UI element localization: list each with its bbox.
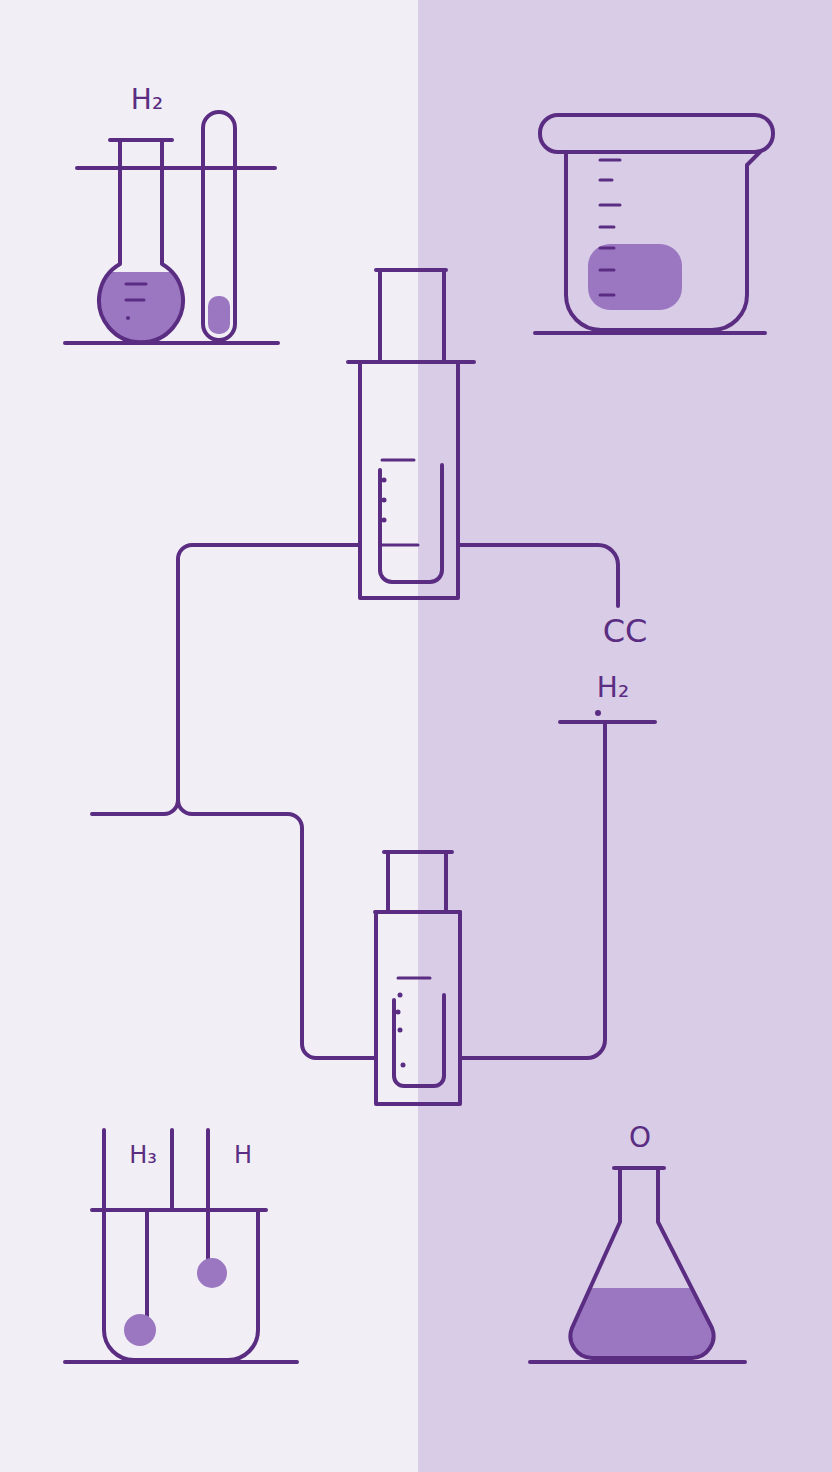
formula-label: H₂ [131, 85, 163, 116]
pipe-bar [560, 720, 655, 724]
pipe [458, 545, 618, 606]
glassware-group [65, 112, 773, 1362]
beaker-rim [540, 115, 773, 152]
flask-marks [126, 284, 146, 300]
tube-marks [382, 460, 418, 545]
pipe [92, 545, 360, 814]
dot-mark [595, 710, 601, 716]
tube-neck [384, 852, 452, 912]
pipe [178, 800, 376, 1058]
tube-body [360, 362, 458, 598]
tube-marks [398, 977, 430, 980]
beaker-body [566, 152, 760, 330]
inner-tube [394, 995, 444, 1086]
formula-label: O [629, 1123, 651, 1154]
flask-rim [614, 1166, 664, 1170]
electrode-tip [124, 1314, 156, 1346]
tube-dot [382, 518, 387, 523]
formula-label: H [234, 1142, 252, 1168]
tube-liquid [208, 296, 230, 334]
tube-shoulder [348, 360, 474, 364]
electrode-beaker [104, 1130, 258, 1360]
tube-dot [382, 498, 387, 503]
beaker-top [92, 1208, 266, 1212]
beaker-liquid [588, 244, 682, 310]
bench-line [530, 1360, 745, 1364]
electrode-tip [197, 1258, 227, 1288]
bench-line [535, 331, 765, 335]
beaker-marks [600, 160, 620, 295]
test-tube [203, 112, 235, 340]
tube-neck [376, 270, 446, 362]
bench-line [65, 341, 278, 345]
tube-dot [398, 993, 403, 998]
round-flask [99, 140, 183, 342]
right-background [418, 0, 832, 1472]
tube-shoulder [375, 910, 460, 914]
erlenmeyer-flask [570, 1168, 713, 1358]
pipe [460, 722, 605, 1058]
flask-dot [126, 316, 130, 320]
flask-liquid [570, 1288, 713, 1358]
flask-rim [110, 138, 172, 142]
formula-label: H₂ [597, 673, 629, 704]
left-background [0, 0, 418, 1472]
tube-dot [382, 478, 387, 483]
formula-label: CC [603, 614, 648, 649]
inner-tube [380, 465, 442, 582]
bench-line [65, 1360, 297, 1364]
tube-dot [401, 1063, 406, 1068]
tube-dot [398, 1028, 403, 1033]
tube-dot [396, 1010, 401, 1015]
formula-label: H₃ [129, 1142, 157, 1168]
tube-body [376, 912, 460, 1104]
rack-bar [77, 166, 275, 170]
